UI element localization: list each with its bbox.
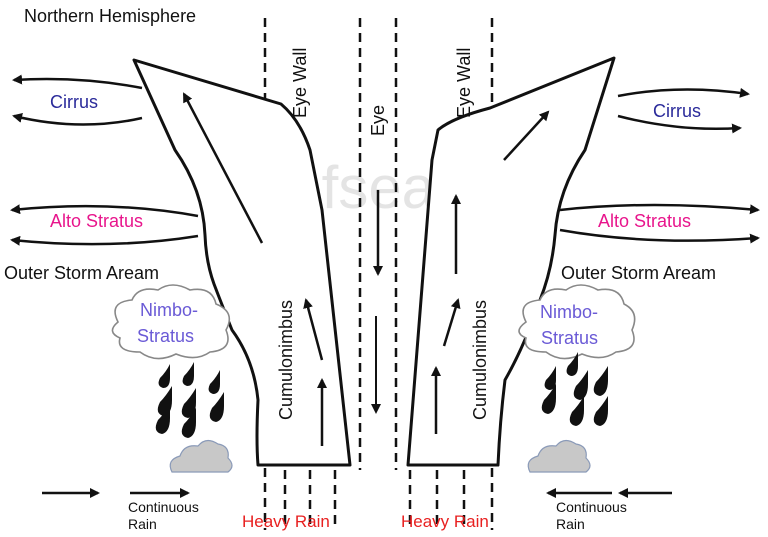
flow-arrow-icon	[10, 234, 199, 246]
alto-stratus-label-left: Alto Stratus	[50, 211, 143, 231]
alto-stratus-label-right: Alto Stratus	[598, 211, 691, 231]
flow-arrow-icon	[12, 113, 143, 126]
flow-arrow-icon	[12, 74, 143, 90]
continuous-rain-label-right-1: Continuous	[556, 499, 627, 515]
flow-arrow-icon	[303, 298, 324, 361]
flow-arrow-icon	[10, 204, 199, 218]
flow-arrow-icon	[442, 298, 461, 347]
right-outflow-arrows	[559, 87, 760, 244]
left-outflow-arrows	[10, 74, 199, 246]
nimbo-stratus-label-right-2: Stratus	[541, 328, 598, 348]
cumulonimbus-label-right: Cumulonimbus	[470, 300, 490, 420]
right-cumulonimbus-shape	[406, 56, 616, 467]
eye-downdraft-arrows	[371, 190, 383, 414]
small-grey-cloud-icon	[527, 439, 591, 473]
rain-drop-icon	[541, 384, 556, 414]
rain-drop-icon	[181, 388, 196, 418]
outer-storm-area-label-right: Outer Storm Aream	[561, 263, 716, 283]
flow-arrow-icon	[182, 92, 264, 244]
left-rain-drops	[155, 362, 224, 438]
continuous-rain-label-left-1: Continuous	[128, 499, 199, 515]
nimbo-stratus-label-left-1: Nimbo-	[140, 300, 198, 320]
rain-drop-icon	[566, 352, 578, 376]
rain-drop-icon	[209, 392, 224, 422]
nimbo-stratus-label-left-2: Stratus	[137, 326, 194, 346]
rain-drop-icon	[158, 364, 170, 388]
cirrus-label-left: Cirrus	[50, 92, 98, 112]
heavy-rain-label-right: Heavy Rain	[401, 512, 489, 531]
rain-drop-icon	[593, 396, 608, 426]
nimbo-stratus-label-right-1: Nimbo-	[540, 302, 598, 322]
heavy-rain-label-left: Heavy Rain	[242, 512, 330, 531]
outer-storm-area-label-left: Outer Storm Aream	[4, 263, 159, 283]
rain-drop-icon	[569, 396, 584, 426]
eye-wall-label-right: Eye Wall	[454, 48, 474, 118]
rain-drop-icon	[181, 408, 196, 438]
rain-drop-icon	[155, 404, 170, 434]
flow-arrow-icon	[503, 110, 550, 161]
nimbo-cloud-icon: Nimbo- Stratus	[111, 284, 231, 360]
flow-arrow-icon	[617, 114, 742, 134]
nimbo-cloud-icon: Nimbo- Stratus	[518, 284, 636, 360]
right-updraft-arrows	[431, 110, 550, 434]
left-updraft-arrows	[182, 92, 327, 446]
continuous-rain-label-left-2: Rain	[128, 516, 157, 532]
cumulonimbus-label-left: Cumulonimbus	[276, 300, 296, 420]
flow-arrow-icon	[617, 87, 750, 98]
rain-drop-icon	[573, 370, 588, 400]
rain-drop-icon	[593, 366, 608, 396]
rain-drop-icon	[182, 362, 194, 386]
right-rain-drops	[541, 352, 608, 426]
eye-label: Eye	[368, 105, 388, 136]
eye-wall-label-left: Eye Wall	[290, 48, 310, 118]
rain-drop-icon	[544, 366, 556, 390]
flow-arrow-icon	[559, 228, 760, 244]
rain-drop-icon	[208, 370, 220, 394]
rain-streak-lines	[283, 470, 466, 530]
diagram-title: Northern Hemisphere	[24, 6, 196, 26]
continuous-rain-label-right-2: Rain	[556, 516, 585, 532]
small-grey-cloud-icon	[169, 439, 233, 473]
flow-arrow-icon	[559, 203, 760, 215]
left-cumulonimbus-shape	[132, 58, 352, 467]
cirrus-label-right: Cirrus	[653, 101, 701, 121]
